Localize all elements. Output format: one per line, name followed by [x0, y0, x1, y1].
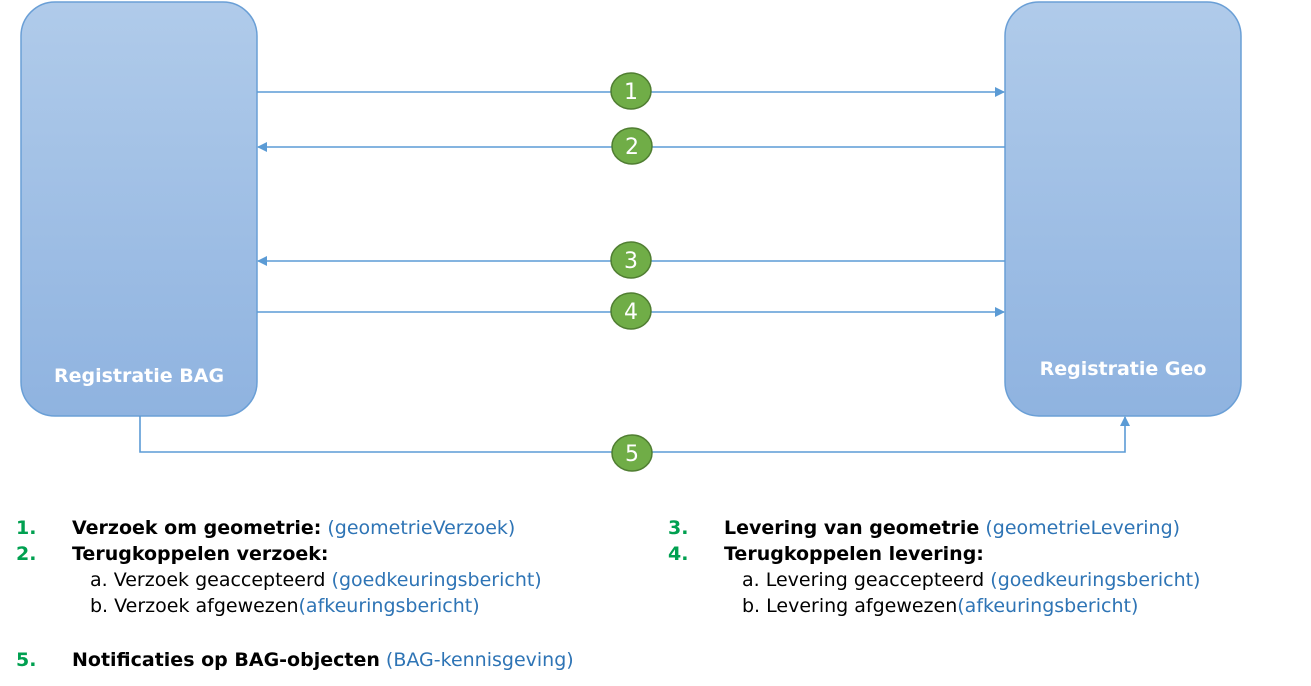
legend-number: 1. [16, 517, 37, 539]
legend-title: Terugkoppelen levering: [724, 543, 984, 565]
box-label-geo: Registratie Geo [1040, 358, 1207, 380]
legend-title: Notificaties op BAG-objecten [72, 649, 380, 671]
flow-badge-2: 2 [611, 127, 653, 165]
flow-badge-4: 4 [610, 292, 652, 330]
flow-badge-3: 3 [610, 241, 652, 279]
legend-right: 3. Levering van geometrie (geometrieLeve… [668, 515, 1298, 625]
legend-number: 2. [16, 543, 37, 565]
flow-diagram: Registratie BAG Registratie Geo 1 2 3 4 … [20, 1, 1242, 472]
legend-title: Terugkoppelen verzoek: [72, 543, 329, 565]
legend-message: (goedkeuringsbericht) [990, 569, 1201, 591]
legend-message: (afkeuringsbericht) [298, 595, 480, 617]
flow-number-5: 5 [625, 442, 639, 467]
legend-message: (goedkeuringsbericht) [331, 569, 542, 591]
legend-left: 1. Verzoek om geometrie: (geometrieVerzo… [16, 515, 636, 685]
flow-number-2: 2 [625, 135, 639, 160]
legend-message: (BAG-kennisgeving) [385, 649, 574, 671]
flow-number-4: 4 [624, 300, 638, 325]
flow-number-3: 3 [624, 249, 638, 274]
flow-number-1: 1 [624, 80, 638, 105]
box-registratie-bag: Registratie BAG [20, 1, 258, 417]
box-label-bag: Registratie BAG [54, 365, 224, 387]
legend-sub-text: a. Levering geaccepteerd [742, 569, 991, 591]
box-registratie-geo: Registratie Geo [1004, 1, 1242, 417]
legend-message: (afkeuringsbericht) [957, 595, 1139, 617]
legend-message: (geometrieVerzoek) [327, 517, 516, 539]
legend-sub-text: a. Verzoek geaccepteerd [90, 569, 332, 591]
legend-number: 3. [668, 517, 689, 539]
legend-message: (geometrieLevering) [985, 517, 1181, 539]
legend-title: Levering van geometrie [724, 517, 980, 539]
legend-item-2b: b. Verzoek afgewezen(afkeuringsbericht) [90, 593, 480, 619]
legend-sub-text: b. Levering afgewezen [742, 595, 958, 617]
legend-number: 4. [668, 543, 689, 565]
legend-item-2a: a. Verzoek geaccepteerd (goedkeuringsber… [90, 567, 542, 593]
legend-sub-text: b. Verzoek afgewezen [90, 595, 299, 617]
flow-badge-1: 1 [610, 72, 652, 110]
legend-number: 5. [16, 649, 37, 671]
legend-item-4a: a. Levering geaccepteerd (goedkeuringsbe… [742, 567, 1200, 593]
legend-title: Verzoek om geometrie: [72, 517, 322, 539]
legend-item-4b: b. Levering afgewezen(afkeuringsbericht) [742, 593, 1138, 619]
flow-badge-5: 5 [611, 434, 653, 472]
